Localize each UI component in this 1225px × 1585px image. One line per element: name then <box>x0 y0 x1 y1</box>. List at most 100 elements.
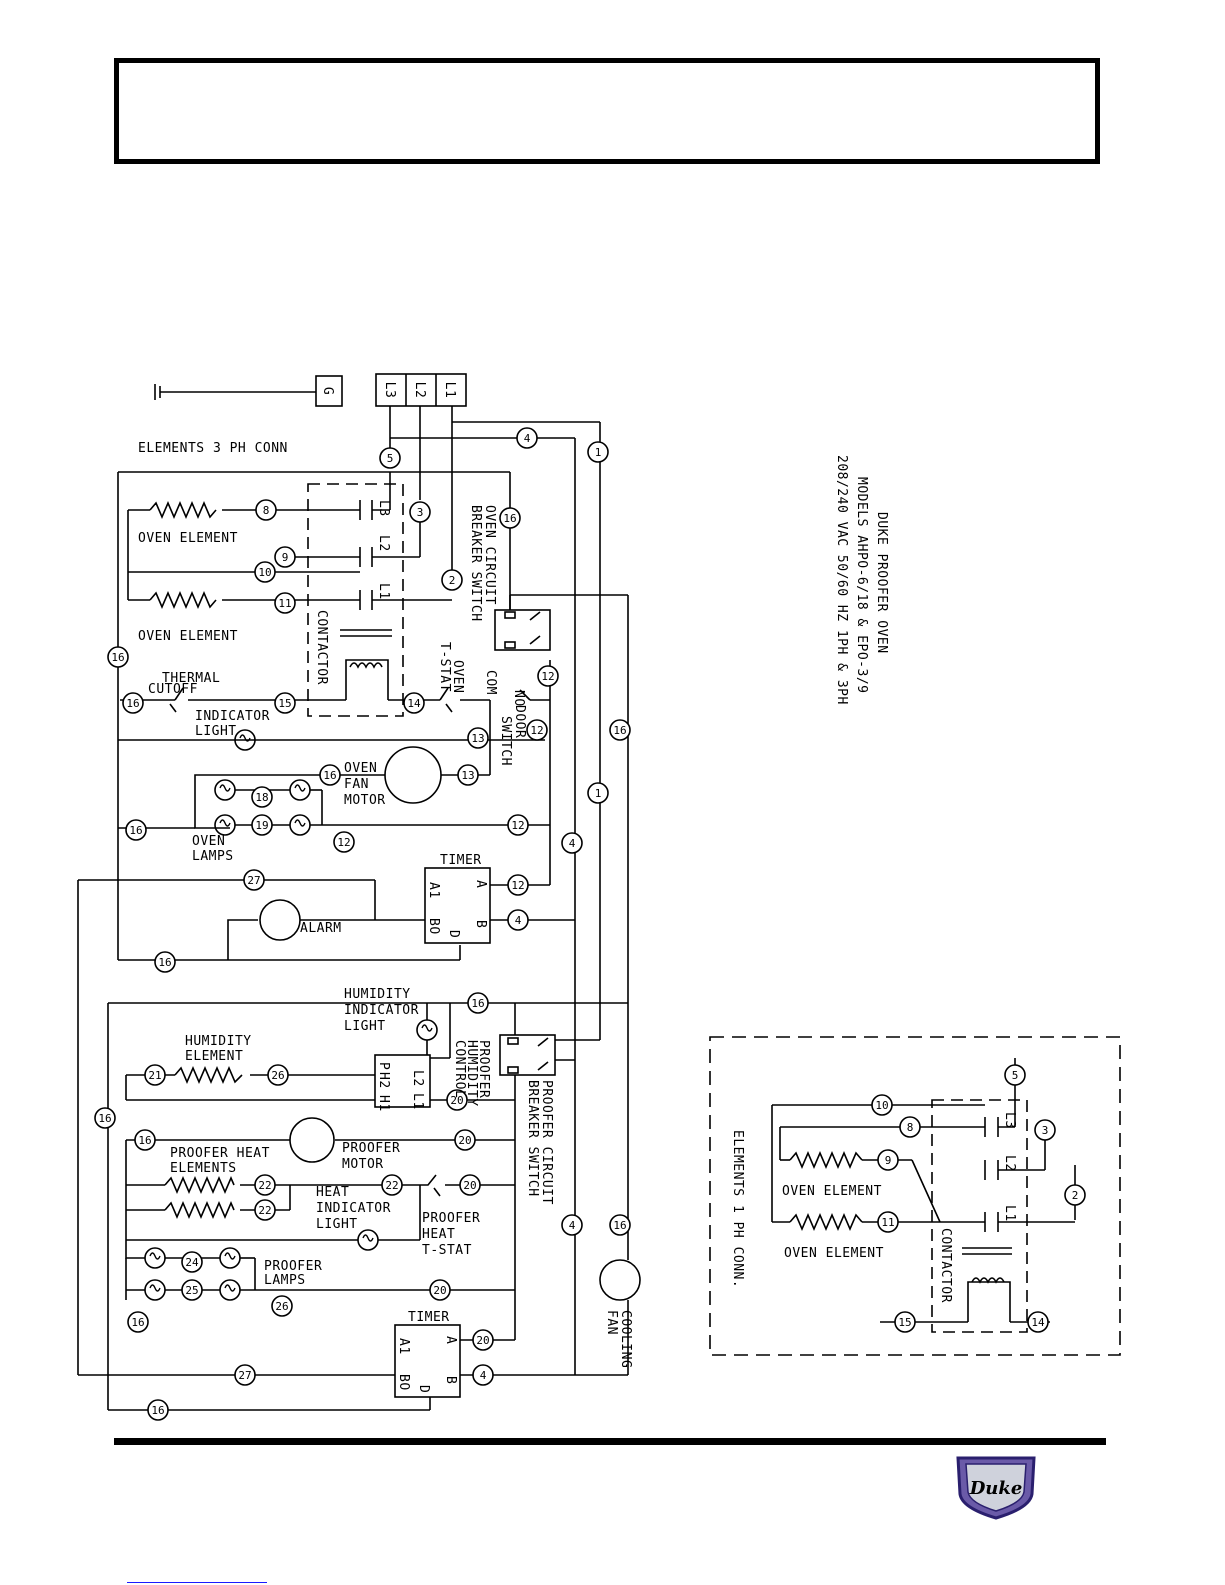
wire-num: 14 <box>407 697 421 710</box>
wire-num: 2 <box>449 574 456 587</box>
wire-num: 20 <box>450 1094 463 1107</box>
wire-num: 4 <box>480 1369 487 1382</box>
proofer-tstat-label-2: HEAT <box>422 1227 455 1242</box>
oven-fan-motor <box>384 746 442 804</box>
wire-num: 18 <box>255 791 268 804</box>
proofer-cb-label-2: BREAKER SWITCH <box>525 1080 540 1197</box>
wire-num: 20 <box>476 1334 489 1347</box>
wire-num: 16 <box>111 651 124 664</box>
humidity-ind-label-1: HUMIDITY <box>344 987 411 1002</box>
wire-num: 16 <box>131 1316 144 1329</box>
svg-text:D: D <box>446 930 461 938</box>
cooling-fan <box>599 1259 641 1301</box>
svg-text:BO: BO <box>426 918 441 935</box>
cooling-fan-label-2: FAN <box>604 1310 619 1335</box>
supply-terminals <box>315 373 467 407</box>
title-block: DUKE PROOFER OVEN MODELS AHPO-6/18 & EPO… <box>834 455 889 705</box>
header-box <box>114 58 1100 164</box>
oven-element-label-1: OVEN ELEMENT <box>138 531 238 546</box>
svg-text:L2: L2 <box>410 1070 425 1087</box>
round-devices <box>259 746 641 1301</box>
contactor-contacts <box>349 500 383 669</box>
svg-text:2: 2 <box>1072 1189 1079 1202</box>
wire-num: 12 <box>511 819 524 832</box>
wire-num: 22 <box>385 1179 398 1192</box>
wire-num: 13 <box>461 769 474 782</box>
humidity-ind-label-3: LIGHT <box>344 1019 386 1034</box>
svg-text:B: B <box>473 920 488 928</box>
proofer-humidity-label-3: CONTROL <box>452 1040 467 1098</box>
supply-l3: L3 <box>382 382 397 399</box>
wire-num: 3 <box>417 506 424 519</box>
ground-label: G <box>320 387 335 395</box>
thermal-cutoff-label-2: CUTOFF <box>148 682 198 697</box>
title-line-1: DUKE PROOFER OVEN <box>874 512 889 654</box>
inset-contactor-label: CONTACTOR <box>938 1228 953 1303</box>
inset-oven-element-1: OVEN ELEMENT <box>782 1184 882 1199</box>
wire-num: 16 <box>323 769 336 782</box>
proofer-timer-box <box>394 1324 461 1398</box>
timer-bottom-label: TIMER <box>408 1310 450 1325</box>
proofer-lamps-label-1: PROOFER <box>264 1259 322 1274</box>
wire-num: 27 <box>238 1369 251 1382</box>
timer-top-label: TIMER <box>440 853 482 868</box>
footer-link-underline[interactable] <box>127 1582 267 1583</box>
supply-l1: L1 <box>442 382 457 399</box>
humidity-element-label-2: ELEMENT <box>185 1049 243 1064</box>
wire-num: 16 <box>471 997 484 1010</box>
wire-num: 22 <box>258 1204 271 1217</box>
bottom-rule <box>114 1438 1106 1445</box>
contactor-label: CONTACTOR <box>314 610 329 685</box>
oven-fan-label-3: MOTOR <box>344 793 386 808</box>
svg-text:5: 5 <box>1012 1069 1019 1082</box>
wire-num: 16 <box>503 512 516 525</box>
proofer-motor-label-1: PROOFER <box>342 1141 400 1156</box>
oven-tstat-label-2: T-STAT <box>437 642 452 692</box>
elements-1ph-inset: 5 10 3 8 9 2 11 15 14 ELEMENTS 1 PH CONN… <box>709 1036 1121 1356</box>
svg-text:11: 11 <box>881 1216 894 1229</box>
svg-text:P: P <box>376 1062 391 1070</box>
door-switch-label-2: SWITCH <box>498 716 513 766</box>
oven-lamps-label-2: LAMPS <box>192 849 234 864</box>
wire-num: 1 <box>595 446 602 459</box>
proofer-circuit-breaker <box>499 1034 556 1076</box>
wire-num: 13 <box>471 732 484 745</box>
wire-num: 12 <box>530 724 543 737</box>
wire-num: 20 <box>433 1284 446 1297</box>
contactor-box <box>307 483 404 717</box>
wire-num: 12 <box>337 836 350 849</box>
proofer-heat-el-label-2: ELEMENTS <box>170 1161 237 1176</box>
wire-num: 16 <box>613 1219 626 1232</box>
proofer-motor-label-2: MOTOR <box>342 1157 384 1172</box>
oven-fan-label-1: OVEN <box>344 761 377 776</box>
heat-ind-label-1: HEAT <box>316 1185 349 1200</box>
oven-lamp-4 <box>289 814 311 836</box>
svg-text:D: D <box>416 1385 431 1393</box>
proofer-lamps-label-2: LAMPS <box>264 1273 306 1288</box>
thermal-cutoff-label-1: THERMAL <box>162 671 220 686</box>
alarm-label: ALARM <box>300 921 342 936</box>
logo-text: Duke <box>969 1478 1023 1499</box>
svg-text:A: A <box>443 1336 458 1344</box>
proofer-heat-el-label-1: PROOFER HEAT <box>170 1146 270 1161</box>
wire-num: 8 <box>263 504 270 517</box>
component-labels: ELEMENTS 3 PH CONN OVEN ELEMENT OVEN ELE… <box>138 441 633 1368</box>
title-line-3: 208/240 VAC 50/60 HZ 1PH & 3PH <box>834 455 849 705</box>
no-label: NO <box>511 690 526 707</box>
proofer-humidity-label-1: PROOFER <box>476 1040 491 1098</box>
wire-num: 10 <box>258 566 271 579</box>
svg-text:9: 9 <box>885 1154 892 1167</box>
wire-num: 26 <box>275 1300 288 1313</box>
wire-num: 24 <box>185 1256 199 1269</box>
oven-cb-label-1: OVEN CIRCUIT <box>482 505 497 605</box>
timer-terminal-labels: A1 A B BO D A1 A B BO D <box>396 880 488 1393</box>
oven-lamp-3 <box>289 779 311 801</box>
svg-text:H2: H2 <box>376 1072 391 1089</box>
wire-num: 21 <box>148 1069 161 1082</box>
heat-ind-label-3: LIGHT <box>316 1217 358 1232</box>
svg-text:10: 10 <box>875 1099 888 1112</box>
proofer-tstat-label-3: T-STAT <box>422 1243 472 1258</box>
wire-num: 20 <box>463 1179 476 1192</box>
wire-num: 16 <box>98 1112 111 1125</box>
humidity-indicator-light <box>416 1019 438 1041</box>
